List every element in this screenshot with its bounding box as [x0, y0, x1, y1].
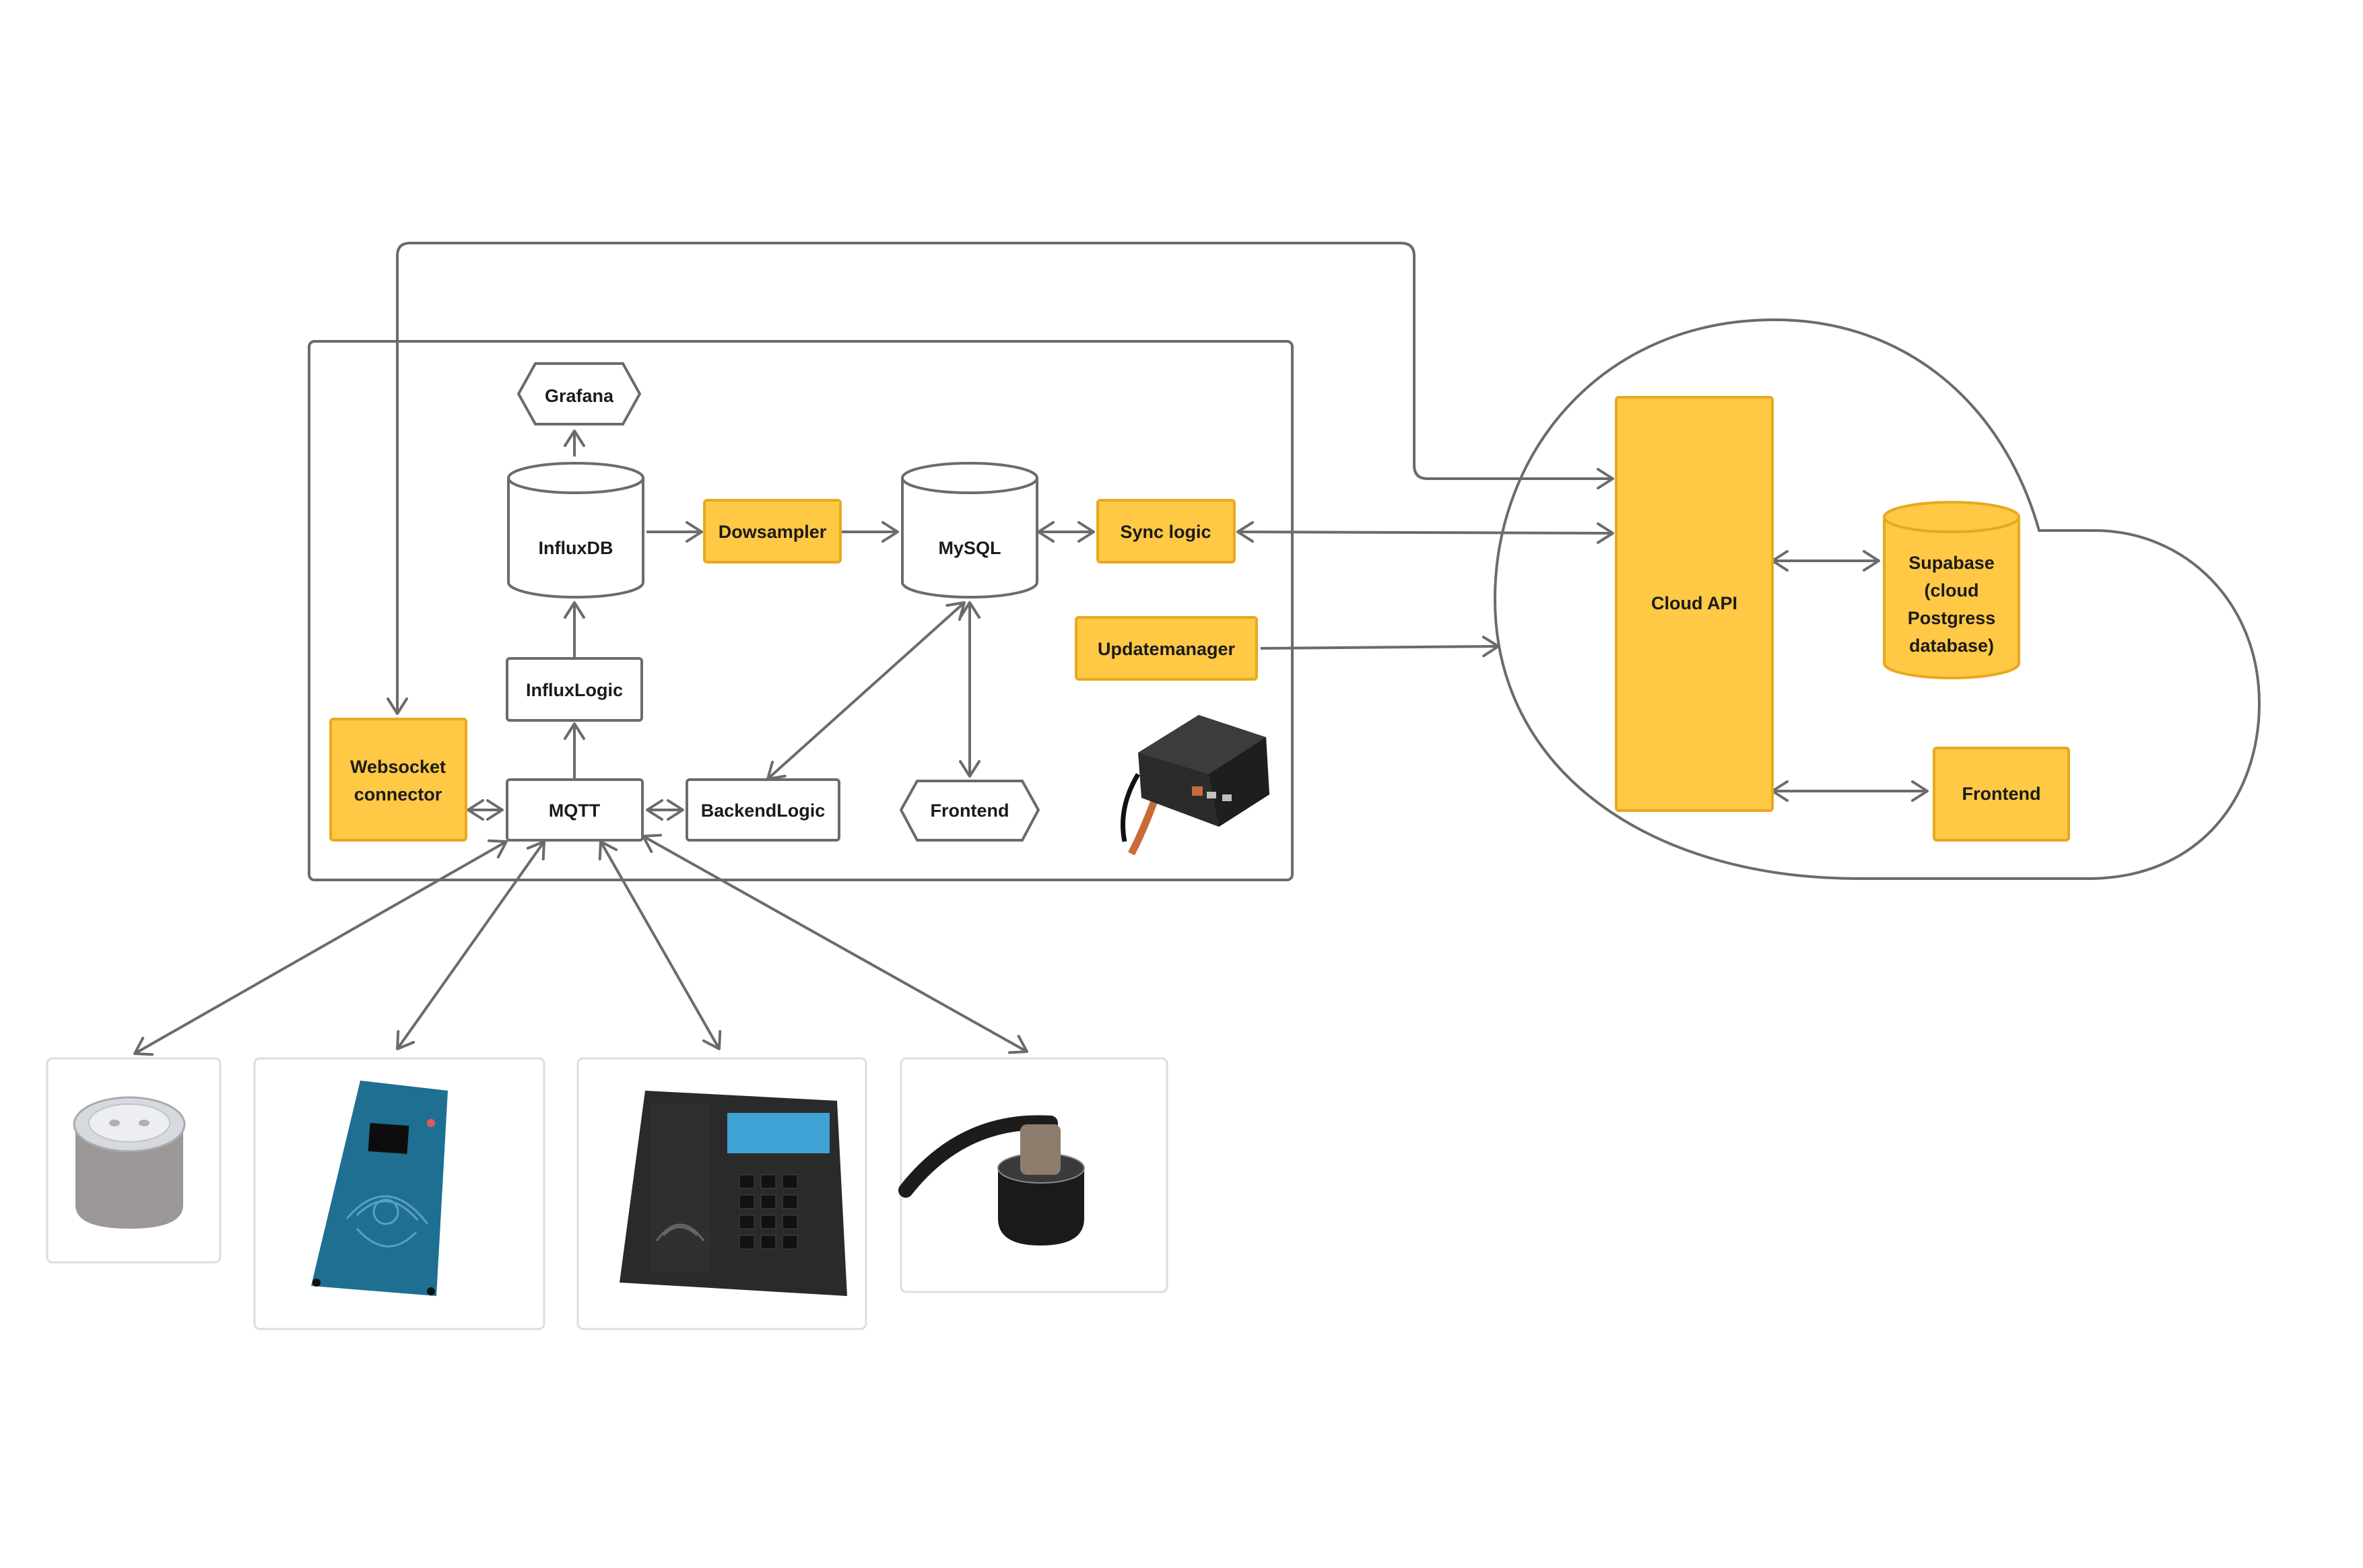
mysql-label: MySQL: [938, 538, 1001, 558]
smart-plug-cap-photo: [46, 1057, 222, 1264]
frontend-local-label: Frontend: [931, 800, 1009, 821]
influxlogic-label: InfluxLogic: [526, 680, 623, 700]
updatemanager-label: Updatemanager: [1098, 639, 1236, 659]
edge-mqtt-device-2: [396, 840, 545, 1050]
rfid-display-panel-photo: [253, 1057, 545, 1330]
sync-logic-node: Sync logic: [1096, 499, 1236, 564]
cloud-api-label: Cloud API: [1651, 593, 1737, 613]
supabase-label-line4: database): [1909, 636, 1994, 656]
dowsampler-label: Dowsampler: [719, 522, 827, 542]
websocket-connector-node: Websocket connector: [329, 718, 467, 842]
supabase-label-line3: Postgress: [1908, 608, 1996, 628]
mqtt-node: MQTT: [506, 778, 644, 842]
edge-cloudapi-websocket: [387, 242, 1614, 715]
dowsampler-node: Dowsampler: [703, 499, 842, 564]
supabase-label-line1: Supabase: [1908, 553, 1995, 573]
mysql-node: MySQL: [901, 462, 1038, 599]
grafana-label: Grafana: [545, 386, 614, 406]
edge-updatemanager-cloud: [1260, 636, 1500, 658]
backendlogic-node: BackendLogic: [686, 778, 840, 842]
edge-mqtt-device-4: [642, 833, 1028, 1054]
updatemanager-node: Updatemanager: [1075, 616, 1258, 681]
mqtt-label: MQTT: [549, 800, 601, 821]
influxdb-label: InfluxDB: [539, 538, 613, 558]
cloud-api-node: Cloud API: [1615, 396, 1774, 812]
websocket-label-line2: connector: [354, 784, 442, 805]
edge-mqtt-device-1: [133, 839, 508, 1056]
edge-mqtt-device-3: [598, 840, 722, 1050]
frontend-local-node: Frontend: [899, 780, 1040, 842]
sync-logic-label: Sync logic: [1120, 522, 1211, 542]
edge-mysql-backendlogic: [766, 601, 966, 780]
backendlogic-label: BackendLogic: [701, 800, 826, 821]
raspberry-pi-gateway-photo: [1121, 715, 1269, 856]
websocket-label-line1: Websocket: [350, 757, 446, 777]
connectors: [133, 242, 1929, 1056]
influxdb-node: InfluxDB: [507, 462, 644, 599]
supabase-label-line2: (cloud: [1925, 580, 1979, 601]
frontend-cloud-label: Frontend: [1962, 784, 2041, 804]
edge-synclogic-cloudapi: [1236, 521, 1614, 544]
cable-plug-sensor-photo: [898, 1057, 1168, 1293]
supabase-node: Supabase (cloud Postgress database): [1883, 501, 2020, 679]
frontend-cloud-node: Frontend: [1933, 747, 2070, 842]
cloud-shape: [1493, 318, 2261, 880]
grafana-node: Grafana: [517, 362, 642, 425]
influxlogic-node: InfluxLogic: [506, 657, 643, 722]
keypad-rfid-terminal-photo: [576, 1057, 867, 1330]
